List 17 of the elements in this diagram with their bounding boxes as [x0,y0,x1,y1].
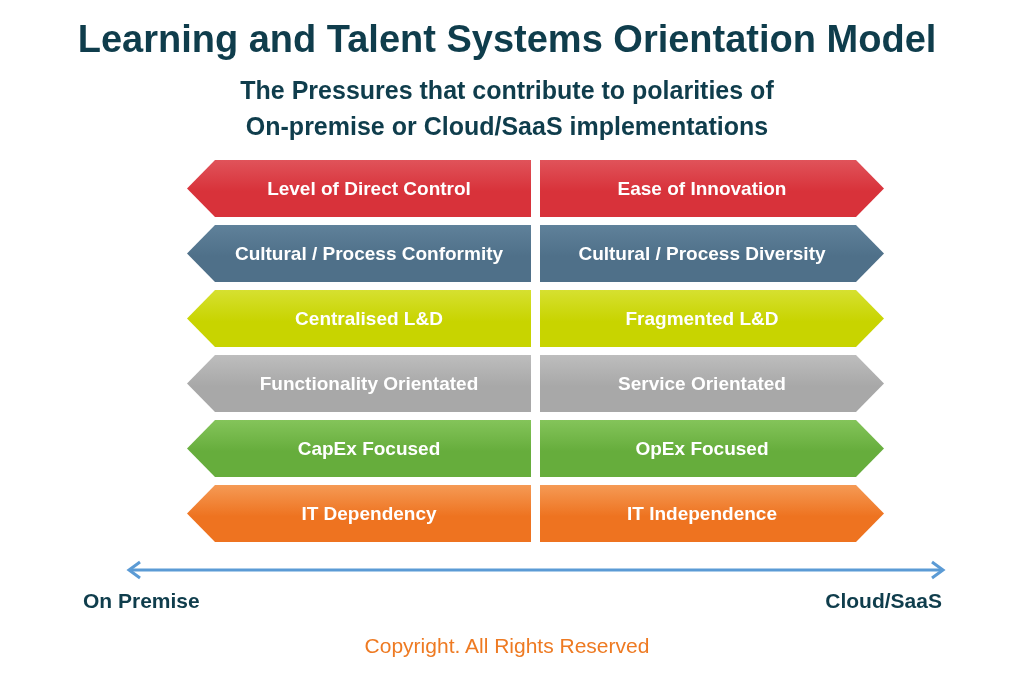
right-arrow-banner: Fragmented L&D [540,290,884,347]
title: Learning and Talent Systems Orientation Model [76,18,938,61]
axis-label: On Premise [83,589,200,613]
right-arrow-banner: IT Independence [540,485,884,542]
left-arrow-banner: CapEx Focused [187,420,531,477]
right-arrow-banner: Ease of Innovation [540,160,884,217]
copyright-note: Copyright. All Rights Reserved [363,634,651,658]
left-arrow-banner: Level of Direct Control [187,160,531,217]
right-arrow-banner: OpEx Focused [540,420,884,477]
axis-label: Cloud/SaaS [825,589,942,613]
left-arrow-banner: Centralised L&D [187,290,531,347]
left-arrow-banner: Cultural / Process Conformity [187,225,531,282]
right-arrow-banner: Cultural / Process Diversity [540,225,884,282]
left-arrow-banner: Functionality Orientated [187,355,531,412]
subtitle: The Pressures that contribute to polarities of On-premise or Cloud/SaaS implementations [239,75,775,142]
right-arrow-banner: Service Orientated [540,355,884,412]
left-arrow-banner: IT Dependency [187,485,531,542]
